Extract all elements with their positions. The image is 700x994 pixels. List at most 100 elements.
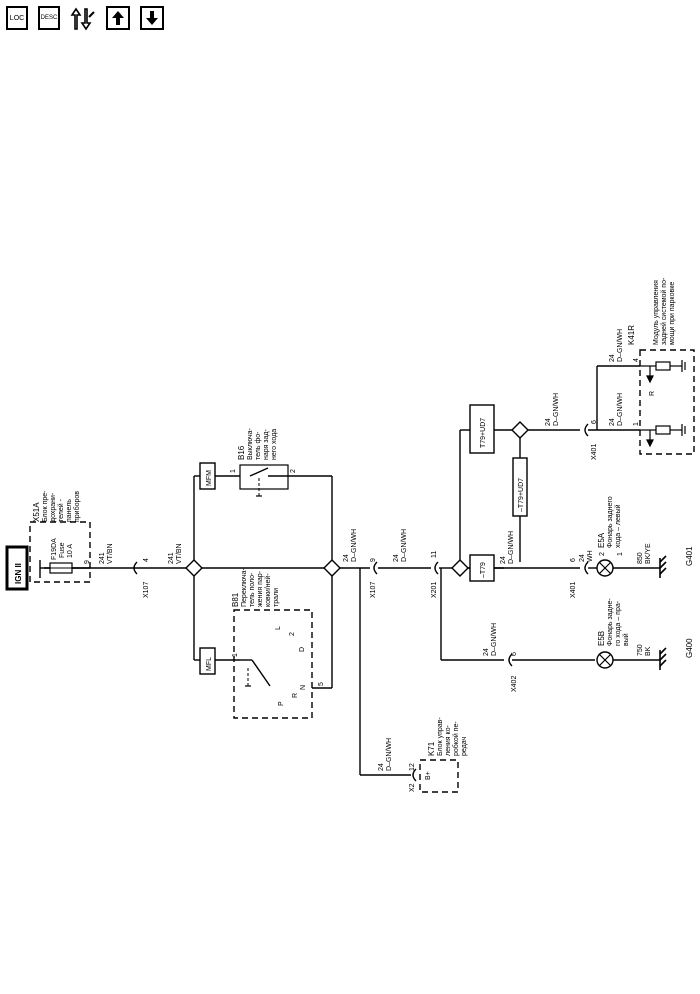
splice-diamond-3 [451, 559, 469, 577]
wire-24-4: 24 [545, 418, 552, 426]
k71-desc-1: ления ко- [445, 724, 452, 756]
wire-24-1: 24 [343, 554, 350, 562]
x2-pin: 12 [409, 763, 416, 771]
k41r-internals [640, 360, 686, 448]
b81-desc-4: трали [273, 588, 280, 607]
connector-button[interactable] [70, 6, 96, 32]
wire-dgnwh-5: D–GN/WH [617, 329, 624, 362]
e5b-desc-1: го хода – пра- [615, 600, 622, 646]
x201-pin: 11 [431, 551, 438, 558]
x2-label: X2 [409, 783, 416, 792]
b16-switch-box [239, 464, 289, 490]
fuse-block-code: X51A [32, 502, 41, 522]
minus-t79-ud7-box [512, 457, 528, 517]
fuse-code: F19DA [51, 538, 58, 560]
mfl-box [199, 647, 216, 675]
wire-dgnwh-7: D–GN/WH [491, 623, 498, 656]
fuse-block-desc-1: дохрани- [50, 492, 57, 522]
fuse-block-labels: X51A Блок пре- дохрани- телей - панель п… [32, 490, 91, 564]
b81-l: L [275, 626, 282, 630]
k71-outline [419, 759, 459, 793]
wire-vtbn-a: VT/BN [107, 543, 114, 564]
e5a-desc-0: Фонарь заднего [607, 496, 614, 548]
wire-dgnwh-3: D–GN/WH [508, 531, 515, 564]
b81-2: 2 [289, 632, 296, 636]
wire-vtbn-b: VT/BN [176, 543, 183, 564]
wire-dgnwh-6: D–GN/WH [617, 393, 624, 426]
b81-pin1: 1 [232, 653, 239, 657]
fuse-amp: 10 A [67, 544, 74, 558]
wire-dgnwh-4: D–GN/WH [553, 393, 560, 426]
description-label: DESC [40, 15, 58, 21]
arrow-up-icon [112, 11, 124, 25]
wire-24-5: 24 [609, 354, 616, 362]
mfl-label: MFL [206, 657, 213, 671]
wire-wh: WH [587, 550, 594, 562]
wire-24-wh: 24 [579, 554, 586, 562]
t79-ud7-label: T79+UD7 [480, 418, 487, 448]
b16-pin1: 1 [230, 469, 237, 473]
x107-b-connector [373, 561, 378, 575]
x401-b-connector [584, 561, 589, 575]
e5b-desc-0: Фонарь задне- [607, 598, 614, 646]
x107-b-label: X107 [370, 582, 377, 598]
e5a-code: E5A [597, 532, 606, 548]
fuse-block-desc-3: панель [66, 499, 73, 522]
page-up-button[interactable] [106, 6, 130, 30]
x401-b-label: X401 [570, 582, 577, 598]
e5a-pin1: 1 [617, 552, 624, 556]
g400-ground-icon [659, 647, 667, 670]
fuse-word: Fuse [59, 542, 66, 558]
x401-a-pin: 6 [591, 420, 598, 424]
wire-bkye: BK/YE [645, 543, 652, 564]
e5a-desc-1: хода – левый [614, 504, 622, 548]
description-button[interactable]: DESC [38, 6, 60, 30]
k71-desc-0: Блок управ- [437, 717, 444, 756]
minus-t79-label: –T79 [480, 562, 487, 578]
g401-label: G401 [685, 546, 694, 566]
k41r-desc-1: задней системой по- [660, 277, 668, 345]
x107-a-label: X107 [143, 582, 150, 598]
k41r-r: R [649, 391, 656, 396]
x201-connector [434, 561, 439, 575]
b16-desc-1: тель фо- [255, 431, 262, 460]
x107-a-pin: 4 [143, 558, 150, 562]
b81-desc-3: ковки/ней- [264, 573, 272, 607]
k41r-pin4: 4 [633, 358, 640, 362]
wire-241-a: 241 [99, 552, 106, 564]
fuse-pin: 9 [84, 560, 91, 564]
wire-24-8: 24 [378, 763, 385, 771]
e5b-code: E5B [597, 631, 606, 646]
b81-n: N [300, 685, 307, 690]
k41r-desc-2: мощи при парковке [669, 282, 676, 345]
b16-code: B16 [237, 445, 246, 460]
wire-24-3: 24 [500, 556, 507, 564]
location-button[interactable]: LOC [6, 6, 28, 30]
k71-code: K71 [427, 741, 436, 756]
x402-pin: 6 [511, 652, 518, 656]
x107-a-connector [133, 561, 138, 575]
b81-desc-1: тель поло- [249, 572, 256, 607]
page-down-button[interactable] [140, 6, 164, 30]
wire-dgnwh-2: D–GN/WH [401, 529, 408, 562]
minus-t79-ud7-label: –T79+UD7 [518, 478, 525, 512]
mfm-box [199, 462, 216, 490]
wire-24-6: 24 [609, 418, 616, 426]
k41r-outline [639, 349, 695, 455]
b16-desc-0: Выключа- [247, 427, 254, 460]
wire-750: 750 [637, 644, 644, 656]
b81-r: R [292, 693, 299, 698]
b81-outline [233, 609, 313, 719]
mfm-label: MFM [206, 470, 213, 486]
splice-diamond-4 [511, 421, 529, 439]
t79-ud7-box [469, 404, 495, 454]
x401-a-label: X401 [591, 444, 598, 460]
b81-pin5: 5 [318, 682, 325, 686]
minus-t79-box [469, 554, 495, 582]
splice-diamond-1 [185, 559, 203, 577]
b81-d: D [299, 647, 306, 652]
b16-desc-3: него хода [271, 429, 278, 460]
b81-desc-2: жения пар- [257, 570, 264, 607]
b16-desc-2: наря зад- [263, 429, 270, 460]
